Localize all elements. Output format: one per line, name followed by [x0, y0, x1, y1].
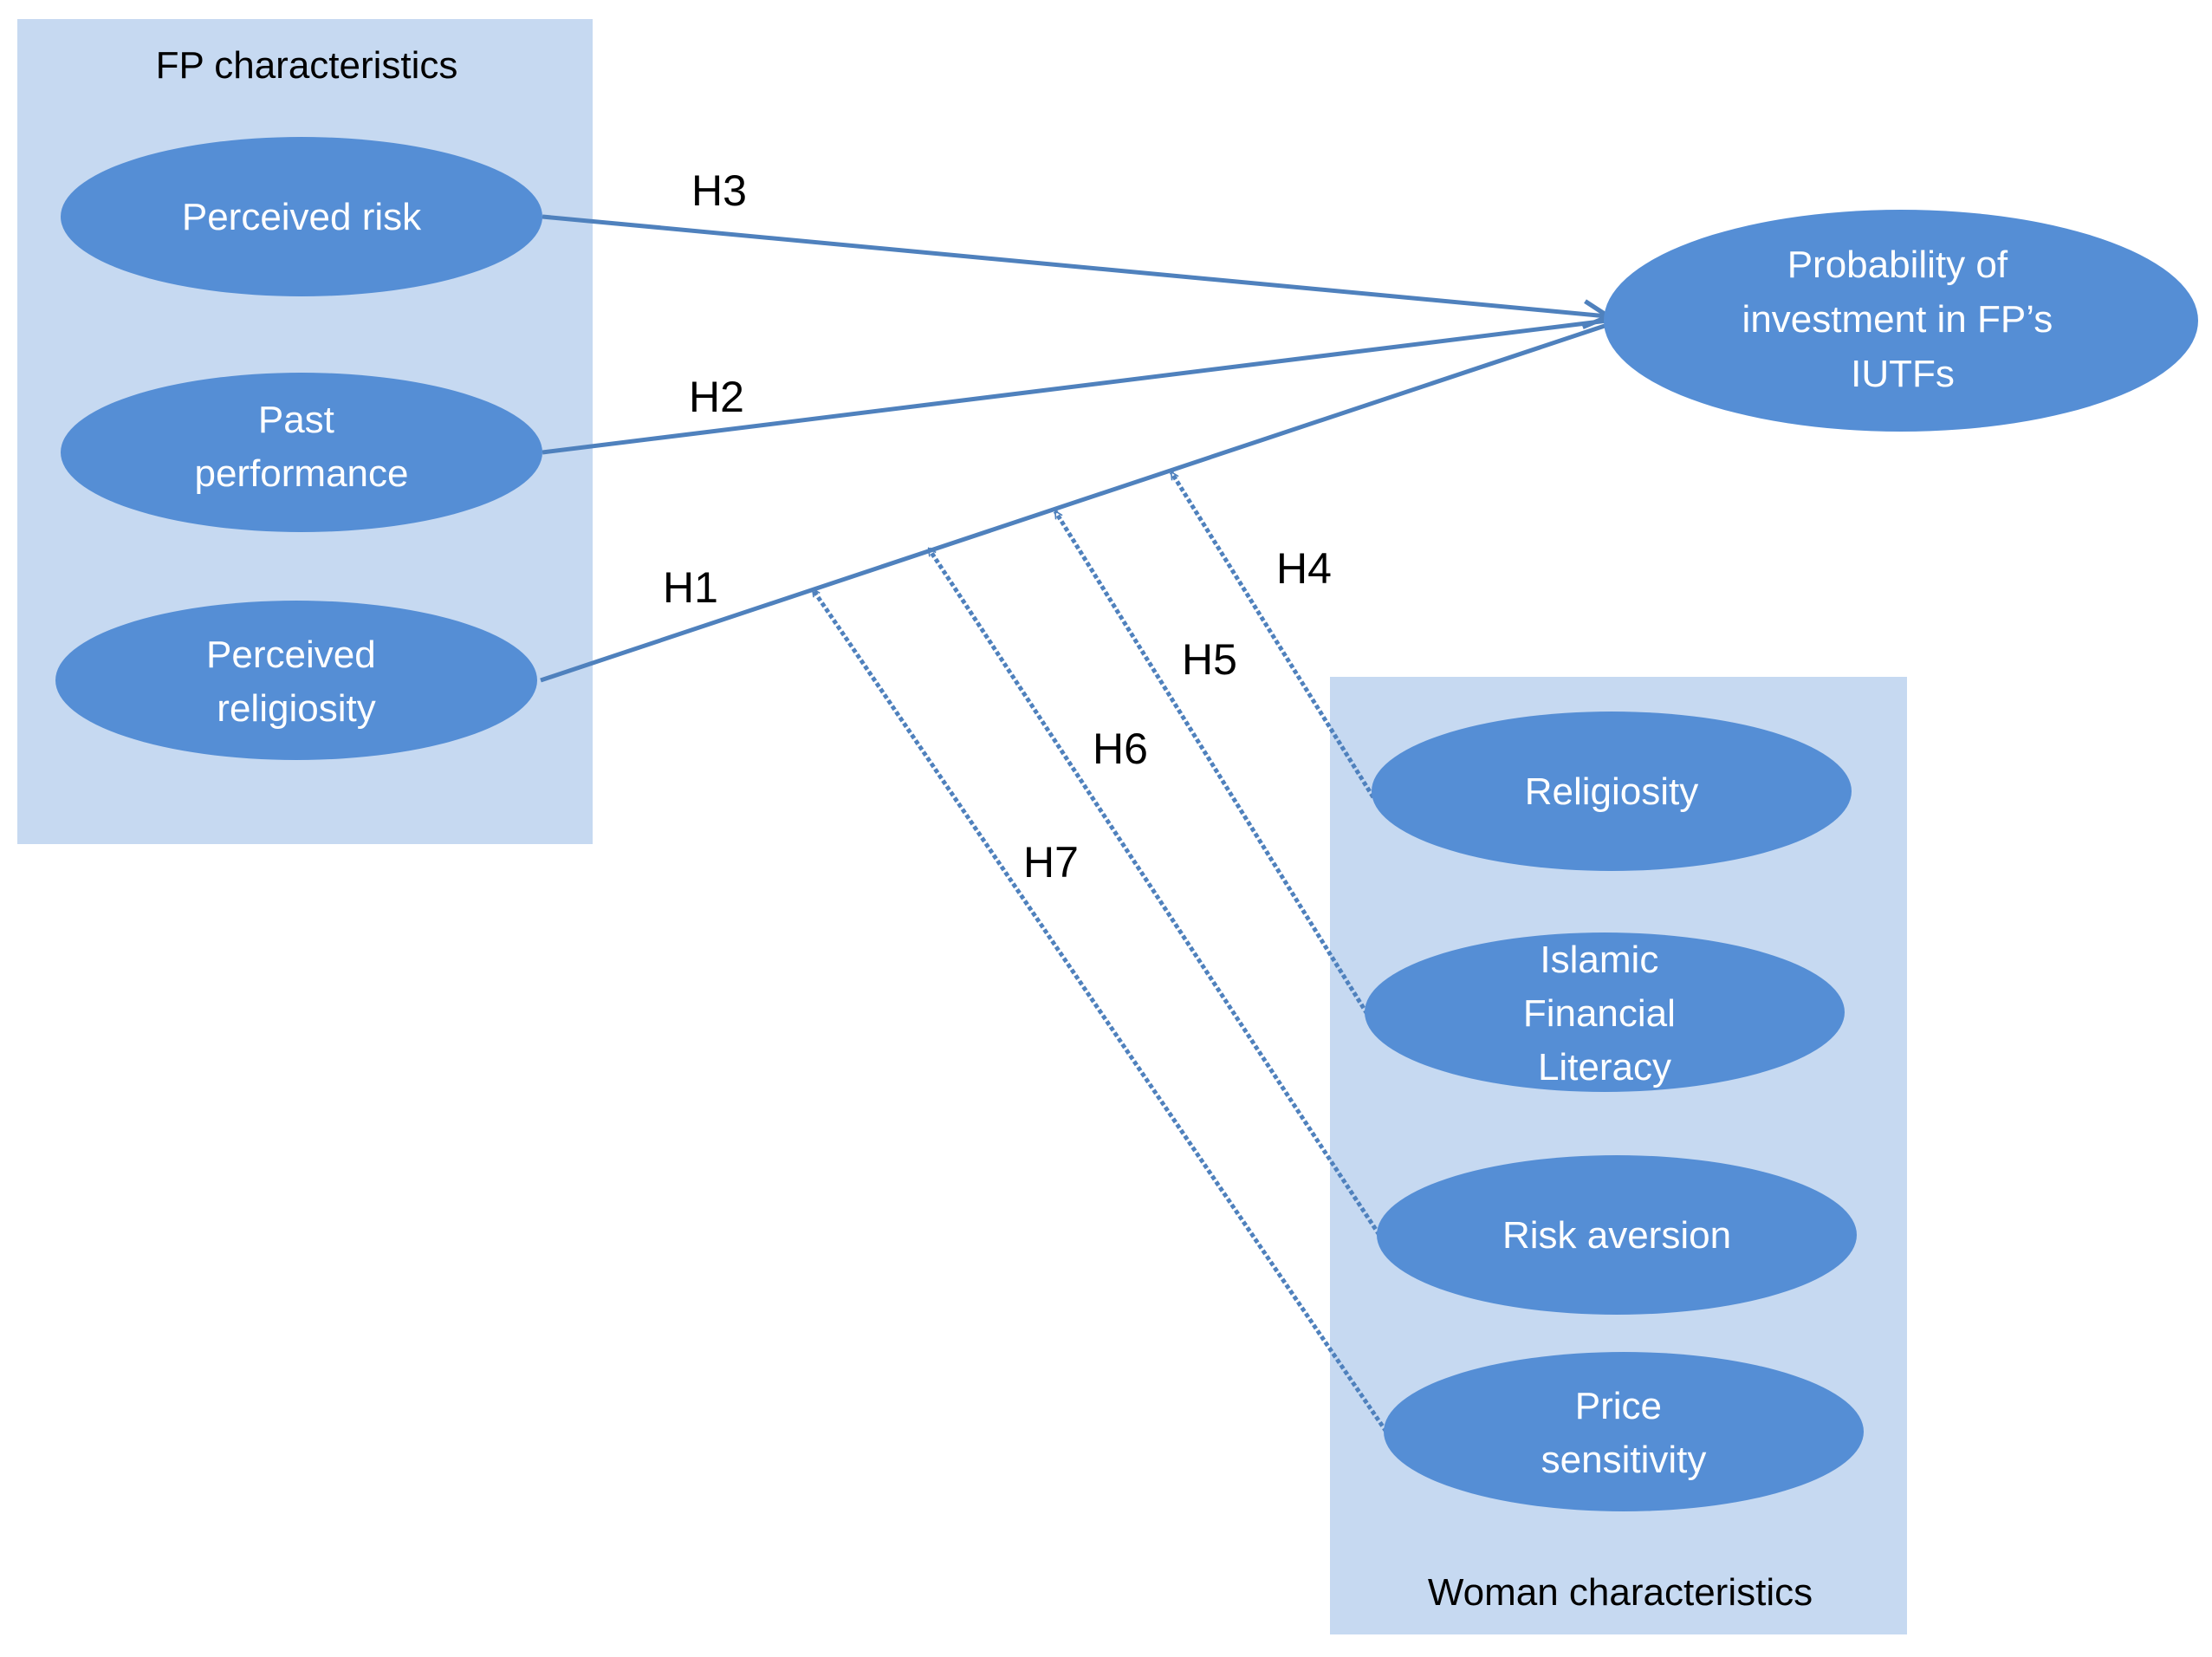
- risk-aversion-node: [1377, 1155, 1857, 1315]
- religiosity-node: [1372, 712, 1852, 871]
- h1-arrow: [540, 322, 1608, 683]
- h2-arrow: [542, 318, 1608, 455]
- outcome-label: Probability of investment in FP’s IUTFs: [1742, 244, 2064, 395]
- fp-characteristics-label: FP characteristics: [156, 44, 458, 87]
- past-performance-label: Past performance: [194, 399, 408, 495]
- perceived-risk-node: [61, 137, 542, 296]
- h4-label: H4: [1276, 544, 1332, 593]
- h4-arrow: [1169, 472, 1376, 799]
- h7-arrow: [810, 589, 1389, 1433]
- h7-label: H7: [1023, 838, 1079, 887]
- h5-arrow: [1053, 511, 1370, 1016]
- outcome-node: [1604, 210, 2198, 432]
- perceived-risk-label: Perceived risk: [182, 196, 422, 238]
- h5-label: H5: [1182, 635, 1237, 684]
- h3-label: H3: [691, 166, 747, 215]
- perceived-religiosity-label: Perceived religiosity: [206, 634, 386, 730]
- islamic-financial-literacy-label: Islamic Financial Literacy: [1523, 939, 1686, 1088]
- perceived-religiosity-node: [55, 601, 537, 760]
- woman-characteristics-label: Woman characteristics: [1428, 1571, 1813, 1614]
- islamic-financial-literacy-node: [1365, 932, 1845, 1092]
- risk-aversion-label: Risk aversion: [1502, 1214, 1731, 1257]
- past-performance-node: [61, 373, 542, 532]
- h1-label: H1: [663, 563, 718, 612]
- h6-arrow: [926, 549, 1382, 1237]
- h2-label: H2: [689, 373, 744, 421]
- h3-arrow: [542, 214, 1607, 316]
- h6-label: H6: [1093, 725, 1148, 773]
- price-sensitivity-label: Price sensitivity: [1541, 1385, 1707, 1481]
- religiosity-label: Religiosity: [1525, 770, 1699, 813]
- price-sensitivity-node: [1384, 1352, 1864, 1511]
